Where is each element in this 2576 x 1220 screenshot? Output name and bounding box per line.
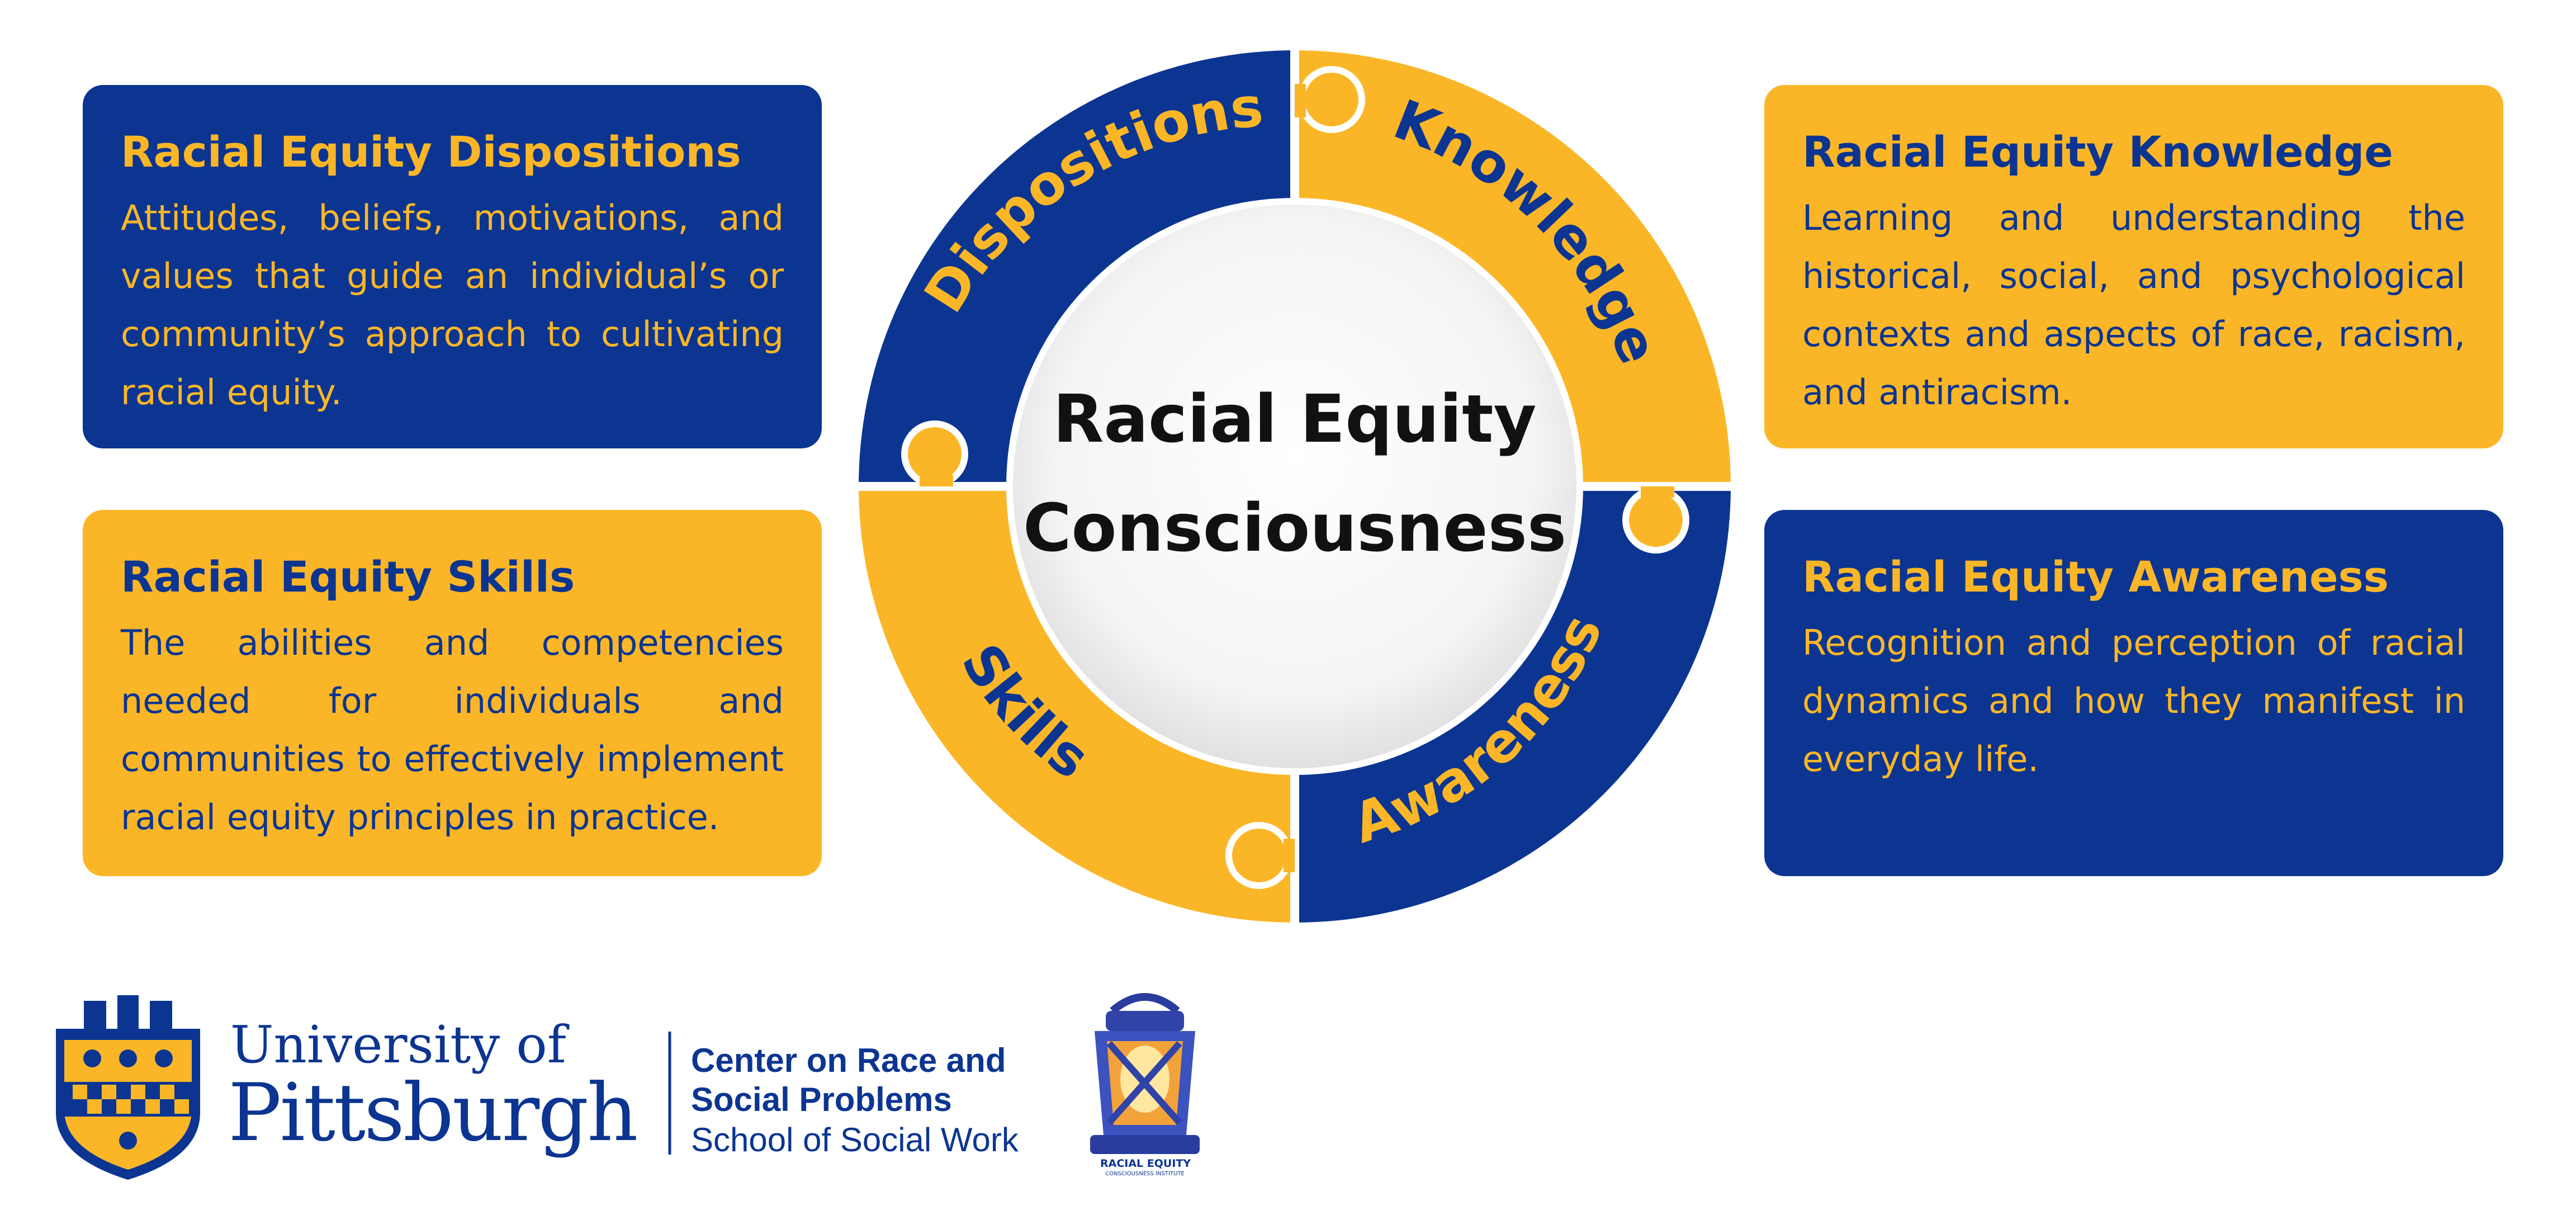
puzzle-knob-right [1622, 486, 1689, 554]
card-skills-body: The abilities and competencies needed fo… [121, 622, 784, 838]
university-name-line1: University of [230, 1015, 566, 1075]
card-skills: Racial Equity Skills The abilities and c… [83, 510, 822, 876]
lantern-text-line1: RACIAL EQUITY [1100, 1157, 1191, 1170]
center-title-line1: Racial Equity [1053, 380, 1537, 457]
center-circle [1006, 198, 1583, 775]
school-name: School of Social Work [691, 1121, 1019, 1158]
card-dispositions-title: Racial Equity Dispositions [121, 127, 741, 177]
lantern-logo [1090, 993, 1200, 1154]
card-awareness: Racial Equity Awareness Recognition and … [1764, 510, 2503, 876]
card-knowledge-body: Learning and understanding the historica… [1802, 197, 2465, 413]
puzzle-knob-top [1298, 66, 1365, 133]
card-awareness-title: Racial Equity Awareness [1802, 552, 2389, 602]
card-dispositions-body: Attitudes, beliefs, motivations, and val… [121, 197, 784, 413]
center-title-line2: Consciousness [1023, 489, 1566, 566]
ring-quadrant-awareness [1295, 486, 1731, 923]
card-awareness-body: Recognition and perception of racial dyn… [1802, 622, 2465, 779]
card-knowledge: Racial Equity Knowledge Learning and und… [1764, 85, 2503, 448]
ring-quadrant-skills [859, 486, 1295, 923]
ring-quadrant-dispositions [859, 50, 1295, 486]
card-skills-title: Racial Equity Skills [121, 552, 575, 602]
card-dispositions: Racial Equity Dispositions Attitudes, be… [83, 85, 822, 448]
center-name-line1: Center on Race and [691, 1042, 1006, 1079]
puzzle-knob-left [901, 420, 968, 488]
ring-quadrant-knowledge [1295, 50, 1731, 486]
lantern-text-line2: CONSCIOUSNESS INSTITUTE [1105, 1171, 1185, 1177]
card-knowledge-title: Racial Equity Knowledge [1802, 127, 2393, 177]
center-name-line2: Social Problems [691, 1081, 952, 1118]
university-name-line2: Pittsburgh [228, 1067, 638, 1159]
puzzle-knob-bottom [1225, 822, 1292, 889]
pitt-shield-logo [56, 995, 200, 1180]
